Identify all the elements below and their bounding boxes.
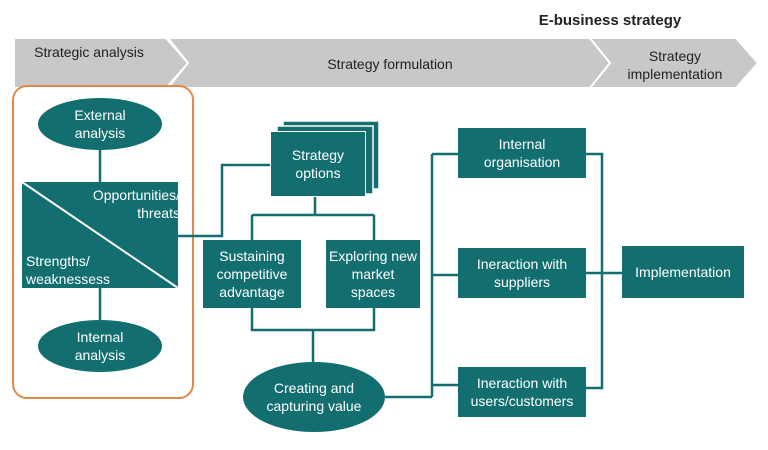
strengths-weaknesses-label: Strengths/ weaknessess <box>26 253 111 287</box>
implementation-node: Implementation <box>622 246 744 298</box>
exploring-markets-label: Exploring new market spaces <box>329 248 417 300</box>
analysis-frame <box>12 85 194 399</box>
internal-organisation-node: Internal organisation <box>458 128 586 178</box>
strategy-options-node: Strategy options <box>270 131 366 197</box>
phase-arrow-implementation <box>587 37 760 89</box>
sustaining-advantage-node: Sustaining competitive advantage <box>203 240 301 308</box>
connectors <box>98 148 622 399</box>
customer-interaction-node: Ineraction with users/customers <box>458 367 586 417</box>
phase-label-analysis: Strategic analysis <box>34 44 144 60</box>
creating-value-label: Creating and capturing value <box>266 380 362 414</box>
customer-interaction-label: Ineraction with users/customers <box>470 375 574 409</box>
exploring-markets-node: Exploring new market spaces <box>326 240 420 308</box>
internal-analysis-label: Internal analysis <box>74 329 126 363</box>
internal-organisation-label: Internal organisation <box>483 136 561 170</box>
page-title: E-business strategy <box>538 12 682 29</box>
implementation-label: Implementation <box>635 264 731 280</box>
external-analysis-node: External analysis <box>38 98 162 150</box>
supplier-interaction-node: Ineraction with suppliers <box>458 248 586 298</box>
supplier-interaction-label: Ineraction with suppliers <box>476 256 568 290</box>
internal-analysis-node: Internal analysis <box>38 320 162 372</box>
swot-diagonal <box>21 181 179 289</box>
sustaining-advantage-label: Sustaining competitive advantage <box>216 248 288 300</box>
opportunities-threats-label: Opportunities/ threats <box>92 187 180 221</box>
external-analysis-label: External analysis <box>74 107 126 141</box>
phase-label-implementation: Strategy implementation <box>627 48 723 82</box>
phase-label-formulation: Strategy formulation <box>327 56 453 72</box>
strategy-options-label: Strategy options <box>291 147 345 181</box>
creating-value-node: Creating and capturing value <box>243 362 385 432</box>
